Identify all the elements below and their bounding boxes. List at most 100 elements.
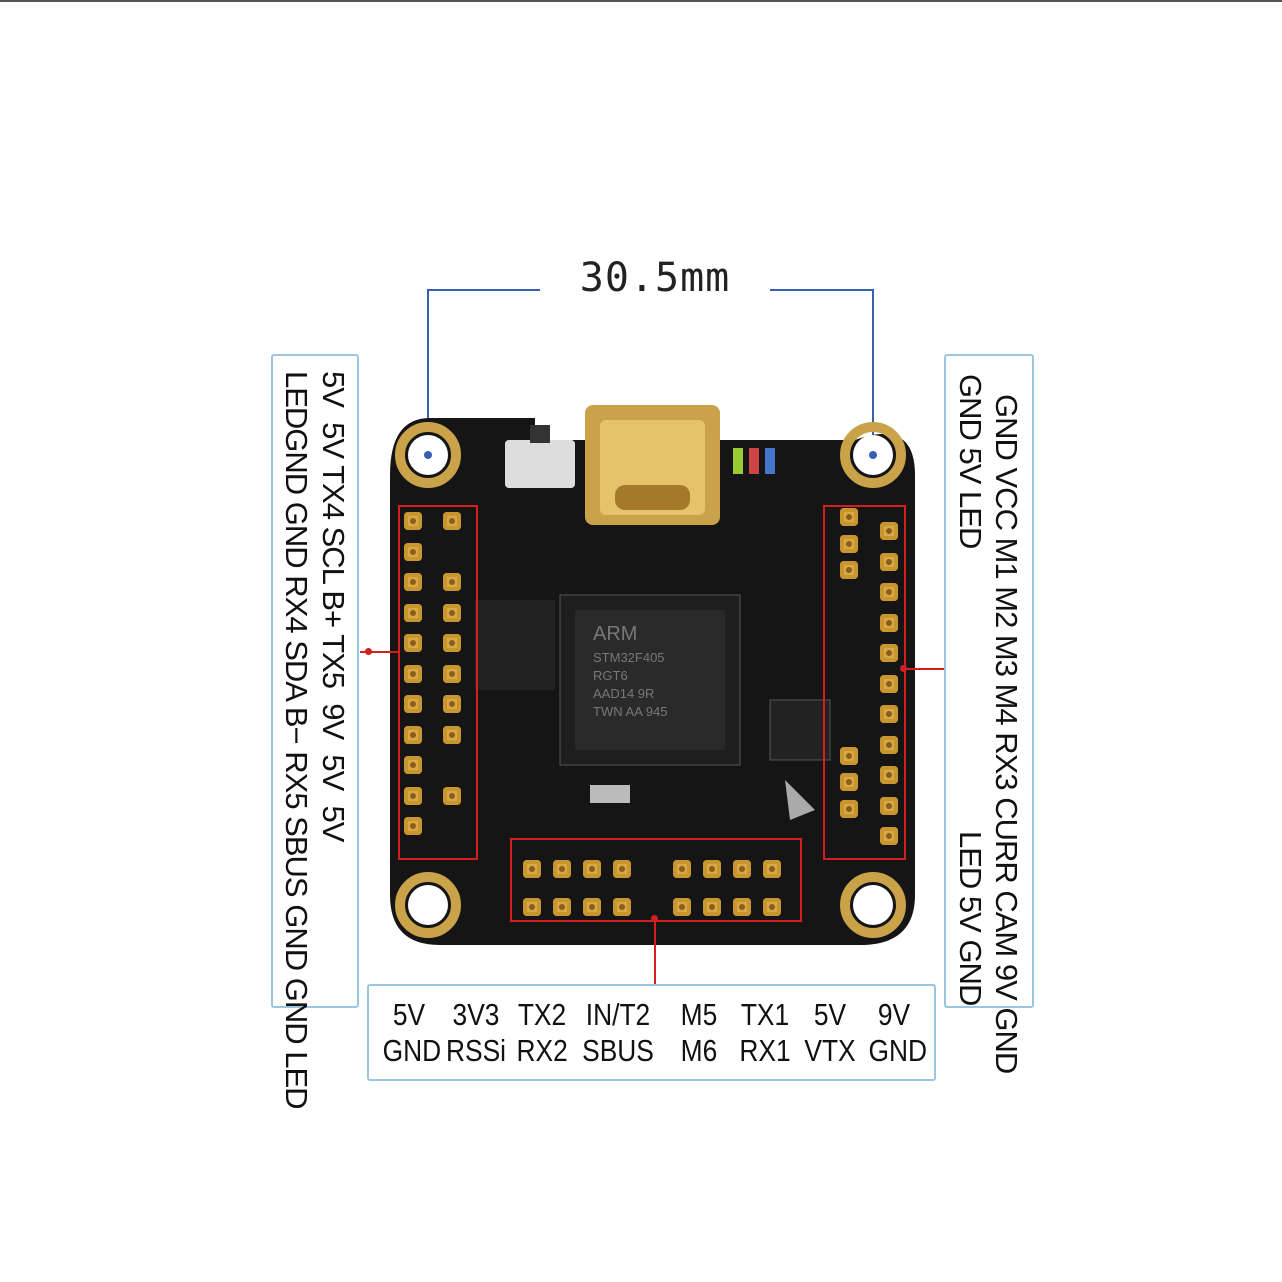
solder-pad	[840, 799, 858, 818]
bottom-label-bottom: GND	[382, 1033, 442, 1068]
bottom-label-bottom: RSSi	[445, 1033, 507, 1068]
dimension-drop-left	[427, 289, 429, 455]
solder-pad	[443, 664, 461, 683]
bottom-label-top: M5	[680, 997, 718, 1032]
right-labels-inner-bottom: LED 5V GND	[953, 831, 988, 1006]
solder-pad	[443, 573, 461, 591]
solder-pad	[613, 860, 631, 878]
left-pad-group	[398, 505, 478, 860]
dimension-line-right	[770, 289, 874, 291]
solder-pad	[880, 705, 898, 723]
right-callout-dot	[900, 665, 907, 672]
solder-pad	[583, 860, 601, 878]
solder-pad	[404, 725, 422, 744]
solder-pad	[840, 773, 858, 791]
solder-pad	[404, 542, 422, 561]
solder-pad	[523, 898, 541, 916]
right-labels-inner-top: GND 5V LED	[953, 374, 988, 549]
bottom-label-top: 5V	[813, 997, 847, 1032]
solder-pad	[443, 603, 461, 622]
logo-mark	[785, 780, 815, 820]
solder-pad	[404, 603, 422, 622]
bottom-label-top: 3V3	[452, 997, 500, 1032]
solder-pad	[703, 860, 721, 878]
bottom-label-bottom: SBUS	[582, 1033, 654, 1068]
solder-pad	[553, 860, 571, 878]
solder-pad	[880, 552, 898, 571]
bottom-label-bottom: RX1	[739, 1033, 791, 1068]
solder-pad	[763, 898, 781, 916]
bottom-label-bottom: M6	[680, 1033, 718, 1068]
bottom-label-bottom: RX2	[516, 1033, 568, 1068]
solder-pad	[404, 786, 422, 805]
chip-brand: ARM	[593, 623, 637, 645]
solder-pad	[733, 860, 751, 878]
solder-pad	[673, 898, 691, 916]
bottom-label-box	[367, 984, 936, 1081]
solder-pad	[404, 817, 422, 835]
solder-pad	[613, 898, 631, 916]
flight-controller-board: ARM STM32F405 RGT6 AAD14 9R TWN AA 945	[390, 405, 915, 945]
bottom-label-top: IN/T2	[585, 997, 651, 1032]
solder-pad	[583, 898, 601, 916]
solder-pad	[404, 756, 422, 774]
bottom-label-top: 5V	[392, 997, 426, 1032]
solder-pad	[880, 522, 898, 540]
solder-pad	[840, 746, 858, 765]
bottom-callout-dot	[651, 915, 658, 922]
bottom-callout-line	[654, 920, 656, 986]
right-pad-group	[823, 505, 906, 860]
left-callout-dot	[365, 648, 372, 655]
solder-pad	[443, 634, 461, 652]
solder-pad	[673, 860, 691, 878]
dimension-line-left	[427, 289, 540, 291]
svg-text:STM32F405: STM32F405	[593, 650, 665, 665]
solder-pad	[880, 827, 898, 845]
dimension-label: 30.5mm	[579, 255, 731, 301]
solder-pad	[733, 898, 751, 916]
bottom-label-top: TX1	[740, 997, 790, 1032]
left-labels-inner: LEDGND GND RX4 SDA B− RX5 SBUS GND GND L…	[279, 371, 314, 1109]
dimension-drop-right	[872, 289, 874, 455]
left-callout-line	[360, 651, 398, 653]
solder-pad	[404, 634, 422, 652]
right-label-box: GND VCC M1 M2 M3 M4 RX3 CURR CAM 9V GND …	[944, 354, 1034, 1073]
solder-pad	[404, 664, 422, 683]
solder-pad	[880, 613, 898, 632]
top-border	[0, 0, 1282, 2]
solder-pad	[404, 695, 422, 713]
solder-pad	[880, 735, 898, 754]
solder-pad	[763, 860, 781, 878]
solder-pad	[703, 898, 721, 916]
bottom-label-bottom: VTX	[804, 1033, 856, 1068]
bottom-label-top: 9V	[877, 997, 911, 1032]
solder-pad	[523, 860, 541, 878]
solder-pad	[404, 512, 422, 530]
bottom-label-top: TX2	[517, 997, 567, 1032]
solder-pad	[443, 512, 461, 530]
right-labels-outer: GND VCC M1 M2 M3 M4 RX3 CURR CAM 9V GND	[989, 394, 1024, 1074]
bottom-label-bottom: GND	[868, 1033, 928, 1068]
solder-pad	[840, 534, 858, 553]
solder-pad	[880, 644, 898, 662]
solder-pad	[443, 695, 461, 713]
bottom-pad-group	[510, 838, 802, 922]
solder-pad	[443, 786, 461, 805]
solder-pad	[840, 508, 858, 526]
solder-pad	[840, 561, 858, 579]
right-callout-line	[904, 668, 944, 670]
solder-pad	[880, 796, 898, 815]
solder-pad	[880, 583, 898, 601]
svg-text:AAD14 9R: AAD14 9R	[593, 686, 654, 701]
left-labels-outer: 5V 5V TX4 SCL B+ TX5 9V 5V 5V	[316, 371, 351, 842]
solder-pad	[443, 725, 461, 744]
left-label-box: 5V 5V TX4 SCL B+ TX5 9V 5V 5V LEDGND GND…	[271, 354, 359, 1109]
solder-pad	[553, 898, 571, 916]
solder-pad	[404, 573, 422, 591]
boot-button	[505, 440, 575, 488]
svg-text:RGT6: RGT6	[593, 668, 628, 683]
solder-pad	[880, 766, 898, 784]
solder-pad	[880, 674, 898, 693]
svg-text:TWN AA 945: TWN AA 945	[593, 704, 667, 719]
